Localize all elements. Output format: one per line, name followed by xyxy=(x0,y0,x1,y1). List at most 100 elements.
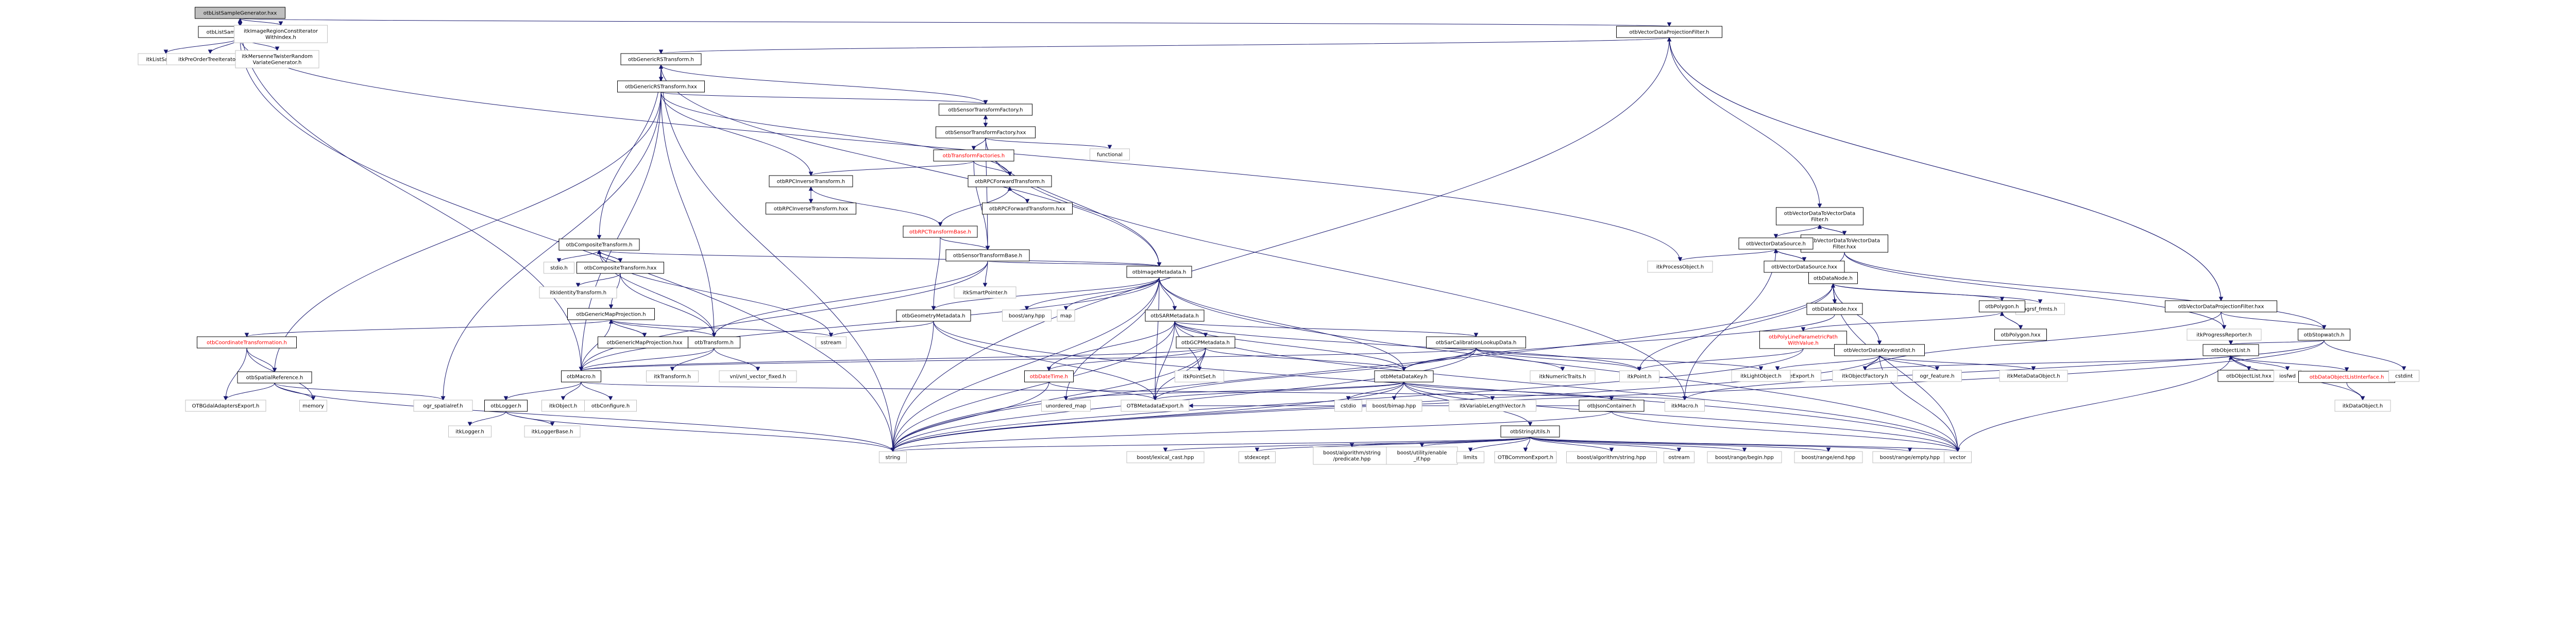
edge-genrs_hxx-to-stf_h xyxy=(660,92,986,105)
node-gcpmeta[interactable]: otbGCPMetadata.h xyxy=(1176,336,1235,349)
node-itklogger: itkLogger.h xyxy=(448,425,492,438)
edge-arrowhead xyxy=(938,222,943,227)
node-rpcbase[interactable]: otbRPCTransformBase.h xyxy=(903,226,978,238)
node-stbase[interactable]: otbSensorTransformBase.h xyxy=(945,249,1030,262)
node-sarmeta[interactable]: otbSARMetadata.h xyxy=(1145,309,1205,322)
node-spatialref[interactable]: otbSpatialReference.h xyxy=(237,371,312,384)
node-box xyxy=(2334,400,2391,412)
edge-stringutils-to-boostenable xyxy=(1421,437,1531,447)
edge-arrowhead xyxy=(982,283,988,288)
node-label: otbTransform.h xyxy=(694,340,734,346)
node-datanode-h[interactable]: otbDataNode.h xyxy=(1808,272,1858,284)
edge-arrowhead xyxy=(1817,224,1822,229)
node-itkmacro: itkMacro.h xyxy=(1665,400,1705,412)
node-rpcfwd-hxx[interactable]: otbRPCForwardTransform.hxx xyxy=(982,202,1073,215)
node-label: limits xyxy=(1463,455,1477,461)
edge-arrowhead xyxy=(2401,366,2406,371)
node-box xyxy=(484,400,528,412)
edge-geommeta-to-vector xyxy=(933,321,1958,452)
node-objlist-hxx[interactable]: otbObjectList.hxx xyxy=(2217,370,2280,382)
node-label: itkMetaDataObject.h xyxy=(2007,374,2060,379)
node-stringutils[interactable]: otbStringUtils.h xyxy=(1500,425,1560,438)
node-boostany: boost/any.hpp xyxy=(1002,309,1052,322)
node-imgmeta[interactable]: otbImageMetadata.h xyxy=(1126,266,1192,278)
edge-spatialref-to-string xyxy=(274,383,893,452)
edge-arrowhead xyxy=(467,422,472,427)
node-jsoncont[interactable]: otbJsonContainer.h xyxy=(1579,400,1645,412)
node-label: otbVectorDataToVectorData xyxy=(1809,238,1880,244)
edge-stringutils-to-vector xyxy=(1530,437,1958,452)
node-vdpf-h[interactable]: otbVectorDataProjectionFilter.h xyxy=(1616,26,1722,38)
node-metakey[interactable]: otbMetaDataKey.h xyxy=(1374,370,1434,383)
edge-jsoncont-to-string xyxy=(892,411,1612,452)
node-cstdint: cstdint xyxy=(2388,370,2419,382)
node-rpcinv-h[interactable]: otbRPCInverseTransform.h xyxy=(769,175,853,187)
node-label: itkMersenneTwisterRandom xyxy=(242,54,313,60)
graph-nodes: otbListSampleGenerator.hxxotbListSampleG… xyxy=(138,7,2419,465)
node-box xyxy=(617,80,705,93)
edge-imgmeta-to-geommeta xyxy=(933,277,1160,310)
node-root[interactable]: otbListSampleGenerator.hxx xyxy=(195,7,285,19)
node-sarcal[interactable]: otbSarCalibrationLookupData.h xyxy=(1426,336,1526,349)
node-smartptr: itkSmartPointer.h xyxy=(954,286,1016,299)
node-genrs-hxx[interactable]: otbGenericRSTransform.hxx xyxy=(617,80,705,93)
node-stf-hxx[interactable]: otbSensorTransformFactory.hxx xyxy=(936,126,1036,138)
edge-otblogger-to-itklogger xyxy=(469,411,506,426)
edge-arrowhead xyxy=(1862,366,1868,371)
node-vdkwl[interactable]: otbVectorDataKeywordlist.h xyxy=(1834,344,1925,356)
edge-arrowhead xyxy=(1197,367,1202,372)
edge-gmp_h-to-sstream xyxy=(611,319,832,337)
edge-tfactories-to-rpcinv_h xyxy=(810,161,974,176)
node-gmp-h[interactable]: otbGenericMapProjection.h xyxy=(567,308,655,320)
edge-lsg_h-to-procobj xyxy=(240,37,1681,262)
edge-vdsrc_h-to-procobj xyxy=(1680,249,1776,262)
node-otbmetaexport: OTBMetadataExport.h xyxy=(1121,400,1190,412)
node-datetime[interactable]: otbDateTime.h xyxy=(1024,370,1074,383)
node-dolif[interactable]: otbDataObjectListInterface.h xyxy=(2298,371,2395,383)
edge-arrowhead xyxy=(2222,325,2227,330)
node-box xyxy=(1239,451,1276,463)
node-label: stdio.h xyxy=(550,266,568,271)
edge-vdsrc_hxx-to-vdsrc_h xyxy=(1775,249,1805,262)
node-box xyxy=(1313,446,1391,465)
edge-dolif-to-itkdataobj xyxy=(2346,382,2363,401)
node-coordtrans[interactable]: otbCoordinateTransformation.h xyxy=(197,336,297,349)
edge-arrowhead xyxy=(2228,340,2233,345)
node-label: otbObjectList.hxx xyxy=(2226,374,2272,379)
node-vdsrc-h[interactable]: otbVectorDataSource.h xyxy=(1738,237,1814,250)
node-tfactories[interactable]: otbTransformFactories.h xyxy=(933,149,1014,162)
node-comp-h[interactable]: otbCompositeTransform.h xyxy=(558,238,640,251)
node-gmp-hxx[interactable]: otbGenericMapProjection.hxx xyxy=(598,336,691,349)
node-objlist-h[interactable]: otbObjectList.h xyxy=(2202,344,2259,356)
node-stf-h[interactable]: otbSensorTransformFactory.h xyxy=(939,103,1032,116)
node-label: otbStringUtils.h xyxy=(1510,429,1550,435)
node-stopwatch-h[interactable]: otbStopwatch.h xyxy=(2298,328,2350,341)
node-label: OTBCommonExport.h xyxy=(1498,455,1553,461)
edge-comp_h-to-stdio xyxy=(558,250,600,263)
node-box xyxy=(1665,400,1705,412)
node-geommeta[interactable]: otbGeometryMetadata.h xyxy=(896,309,971,322)
edge-ctransform-to-vnl xyxy=(714,348,758,371)
node-otbmacro[interactable]: otbMacro.h xyxy=(561,370,601,383)
node-box xyxy=(561,370,601,383)
node-box xyxy=(1426,336,1526,349)
node-polygon-h[interactable]: otbPolygon.h xyxy=(1979,300,2025,313)
node-rpcfwd-h[interactable]: otbRPCForwardTransform.h xyxy=(968,175,1052,187)
node-vdpf-hxx[interactable]: otbVectorDataProjectionFilter.hxx xyxy=(2165,300,2277,313)
edge-arrowhead xyxy=(971,146,976,151)
node-unordered: unordered_map xyxy=(1041,400,1091,412)
node-vdsrc-hxx[interactable]: otbVectorDataSource.hxx xyxy=(1764,261,1845,273)
node-rpcinv-hxx[interactable]: otbRPCInverseTransform.hxx xyxy=(766,202,856,215)
node-genrs-h[interactable]: otbGenericRSTransform.h xyxy=(620,53,702,65)
node-polygon-hxx[interactable]: otbPolygon.hxx xyxy=(1994,328,2047,341)
node-comp-hxx[interactable]: otbCompositeTransform.hxx xyxy=(577,262,664,274)
edge-stbase-to-imgmeta xyxy=(987,261,1160,267)
node-ctransform[interactable]: otbTransform.h xyxy=(688,336,740,349)
edge-comp_h-to-imgmeta xyxy=(599,250,1160,267)
node-otblogger[interactable]: otbLogger.h xyxy=(484,400,528,412)
node-datanode-hxx[interactable]: otbDataNode.hxx xyxy=(1806,303,1863,315)
node-rangebegin: boost/range/begin.hpp xyxy=(1707,451,1782,463)
